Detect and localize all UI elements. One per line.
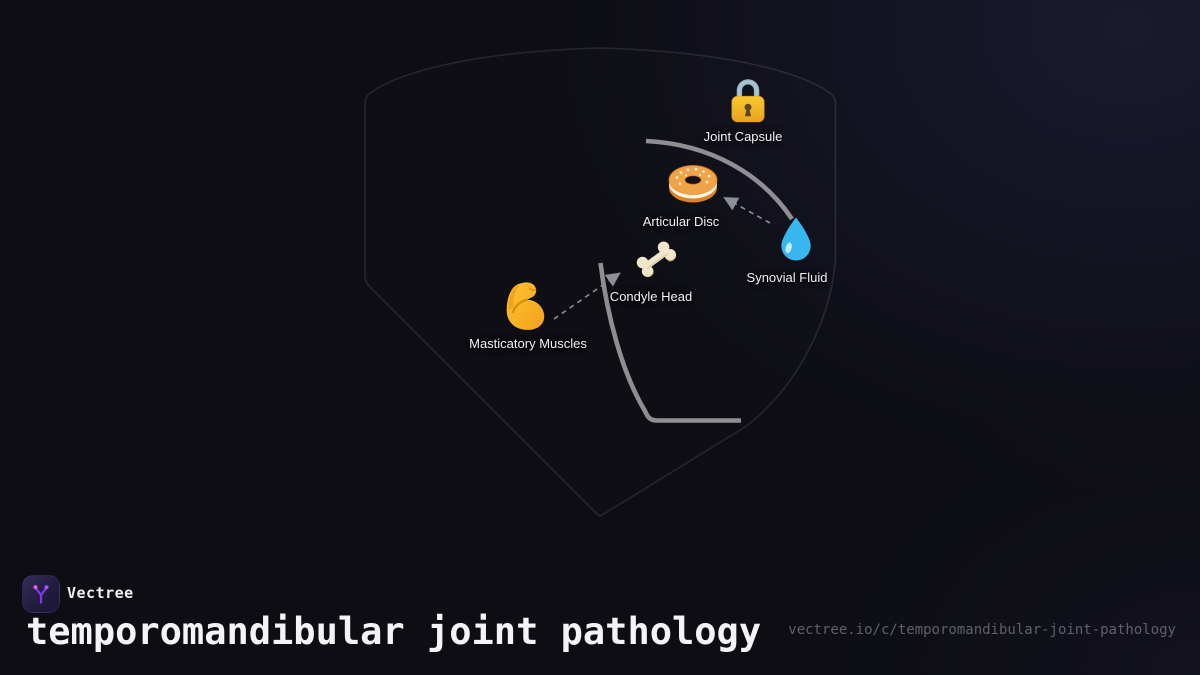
page-title: temporomandibular joint pathology	[26, 610, 762, 653]
jaw-curve-upper	[645, 138, 794, 221]
footer: Vectree temporomandibular joint patholog…	[0, 560, 1200, 675]
bagel-icon	[668, 164, 718, 203]
water-droplet-icon	[781, 217, 811, 261]
vectree-branch-icon	[33, 585, 49, 604]
shield-outline	[364, 47, 837, 517]
jaw-curve-lower	[598, 262, 741, 423]
lock-icon	[731, 79, 765, 123]
vectree-logo	[22, 575, 60, 613]
edge-masticatory-muscles-to-condyle-head	[553, 272, 621, 320]
node-label-articular-disc: Articular Disc	[642, 214, 720, 229]
node-label-joint-capsule: Joint Capsule	[703, 129, 783, 144]
brand-name: Vectree	[67, 584, 134, 602]
share-url: vectree.io/c/temporomandibular-joint-pat…	[788, 622, 1176, 638]
node-label-synovial-fluid: Synovial Fluid	[746, 270, 828, 285]
node-label-condyle-head: Condyle Head	[609, 289, 693, 304]
node-label-masticatory-muscles: Masticatory Muscles	[469, 336, 587, 351]
bone-icon	[636, 241, 677, 278]
flexed-biceps-icon	[506, 282, 545, 330]
